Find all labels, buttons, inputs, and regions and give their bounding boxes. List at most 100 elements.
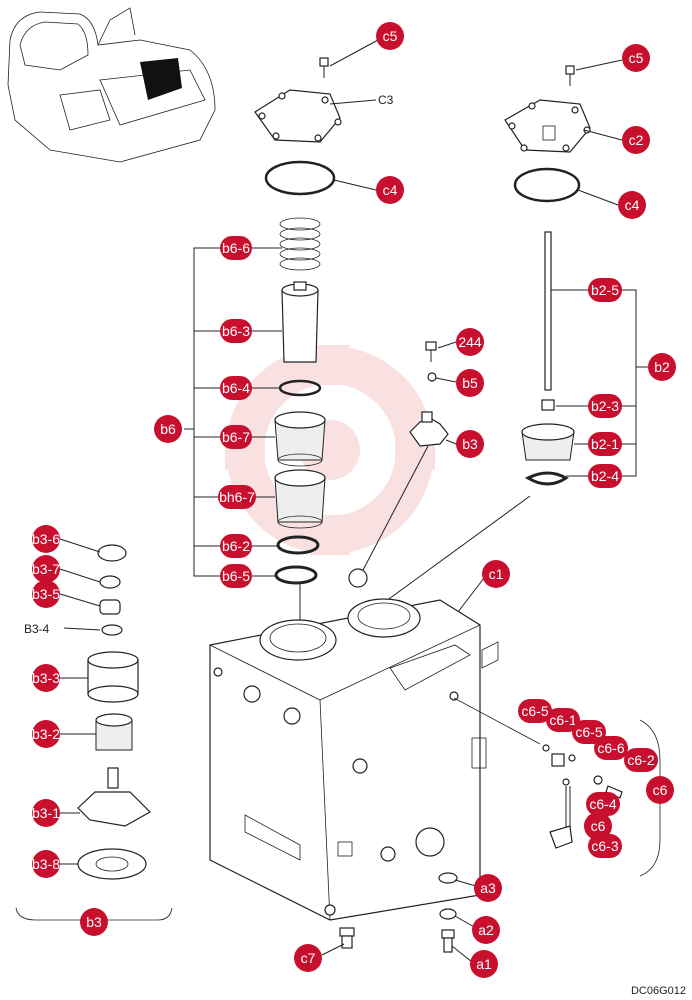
- svg-text:c6-6: c6-6: [597, 740, 624, 756]
- callout-c7[interactable]: c7: [294, 944, 322, 972]
- b2-group-bracket: [551, 289, 648, 477]
- callout-b6-4[interactable]: b6-4: [220, 376, 252, 400]
- cover-plate-c2: [504, 99, 591, 153]
- callout-bh6-7[interactable]: bh6-7: [218, 485, 256, 509]
- nut-b2-3: [541, 399, 555, 411]
- callout-c1[interactable]: c1: [482, 560, 510, 588]
- callout-b6-6[interactable]: b6-6: [220, 236, 252, 260]
- c6-fittings: [453, 697, 623, 849]
- svg-text:b6-2: b6-2: [222, 538, 250, 554]
- callout-b6-2[interactable]: b6-2: [220, 534, 252, 558]
- callout-b3-8[interactable]: b3-8: [32, 850, 60, 878]
- callout-b3-1[interactable]: b3-1: [32, 799, 60, 827]
- callout-b2-4[interactable]: b2-4: [588, 464, 622, 488]
- callout-c6-5[interactable]: c6-5: [518, 699, 552, 723]
- svg-text:b3-3: b3-3: [32, 670, 60, 686]
- callout-c6-5-second[interactable]: c6-5: [572, 720, 606, 744]
- ring-b6-2: [276, 535, 320, 555]
- svg-text:c6-3: c6-3: [591, 838, 618, 854]
- callout-b2[interactable]: b2: [648, 353, 676, 381]
- spring-b6-6: [279, 217, 321, 271]
- callout-b3-5[interactable]: b3-5: [32, 580, 60, 608]
- callout-b6[interactable]: b6: [154, 415, 182, 443]
- element-b3-2: [95, 713, 133, 751]
- callout-c6[interactable]: c6: [584, 812, 612, 840]
- svg-text:a1: a1: [476, 956, 492, 972]
- callout-244[interactable]: 244: [456, 328, 484, 356]
- o-ring-c4-left: [264, 160, 336, 196]
- callout-c6-1[interactable]: c6-1: [546, 708, 580, 732]
- body-b3-1: [77, 767, 151, 827]
- callout-c6-2[interactable]: c6-2: [624, 748, 658, 772]
- hydraulic-tank-c1: [209, 568, 499, 921]
- callout-b3-3[interactable]: b3-3: [32, 664, 60, 692]
- leader-lines-top: [299, 39, 623, 642]
- callout-b5[interactable]: b5: [456, 369, 484, 397]
- callout-b6-7[interactable]: b6-7: [220, 425, 252, 449]
- svg-text:b6-6: b6-6: [222, 240, 250, 256]
- callout-a1[interactable]: a1: [470, 950, 498, 978]
- callout-a2[interactable]: a2: [472, 916, 500, 944]
- cover-plate-c3: [254, 89, 342, 143]
- svg-text:b3-1: b3-1: [32, 805, 60, 821]
- callout-c6-6[interactable]: c6-6: [594, 736, 628, 760]
- rod-b2-5: [544, 231, 552, 391]
- svg-text:b6-3: b6-3: [222, 323, 250, 339]
- strainer-b6-3: [281, 281, 319, 363]
- cover-b3-3: [87, 651, 139, 703]
- callout-c6-3[interactable]: c6-3: [588, 834, 622, 858]
- callout-b3-2[interactable]: b3-2: [32, 720, 60, 748]
- callout-c2[interactable]: c2: [622, 126, 650, 154]
- callout-c4-right[interactable]: c4: [618, 191, 646, 219]
- svg-text:a3: a3: [480, 880, 496, 896]
- svg-text:b3: b3: [462, 436, 478, 452]
- callout-b3-top[interactable]: b3: [456, 430, 484, 458]
- callout-b3-4: B3-4: [24, 622, 50, 636]
- callout-b2-5[interactable]: b2-5: [588, 278, 622, 302]
- svg-text:c4: c4: [625, 197, 640, 213]
- svg-text:b3-5: b3-5: [32, 586, 60, 602]
- callout-c4-left[interactable]: c4: [376, 176, 404, 204]
- washer-b3-4: [101, 624, 123, 636]
- svg-text:c5: c5: [629, 50, 644, 66]
- svg-text:c2: c2: [629, 132, 644, 148]
- svg-text:b2-1: b2-1: [591, 436, 619, 452]
- callout-b6-3[interactable]: b6-3: [220, 319, 252, 343]
- callout-c6-group[interactable]: c6: [646, 776, 674, 804]
- svg-text:c6-5: c6-5: [575, 724, 602, 740]
- callout-b3-6[interactable]: b3-6: [32, 525, 60, 553]
- svg-text:b2-3: b2-3: [591, 398, 619, 414]
- washer-a2: [439, 908, 457, 920]
- bolt-c5-left: [319, 57, 329, 78]
- callout-c5-top-left[interactable]: c5: [376, 22, 404, 50]
- callout-c6-4[interactable]: c6-4: [586, 792, 620, 816]
- plug-c7: [339, 927, 355, 949]
- bolt-244: [425, 341, 437, 362]
- watermark-gear-icon: [225, 345, 435, 555]
- fitting-c1: [337, 841, 353, 857]
- callout-b2-1[interactable]: b2-1: [588, 432, 622, 456]
- callout-b3-7[interactable]: b3-7: [32, 555, 60, 583]
- svg-text:c4: c4: [383, 182, 398, 198]
- drawing-code: DC06G012: [631, 985, 686, 997]
- callout-b2-3[interactable]: b2-3: [588, 394, 622, 418]
- svg-text:c1: c1: [489, 566, 504, 582]
- o-ring-c4-right: [513, 167, 581, 203]
- filter-element-b6-7: [274, 411, 326, 467]
- svg-text:c5: c5: [383, 28, 398, 44]
- gasket-b3-8: [77, 848, 147, 880]
- washer-a3: [438, 872, 458, 884]
- callout-c5-top-right[interactable]: c5: [622, 44, 650, 72]
- svg-text:b2: b2: [654, 359, 670, 375]
- svg-text:bh6-7: bh6-7: [219, 489, 255, 505]
- svg-text:b2-5: b2-5: [591, 282, 619, 298]
- callout-b6-5[interactable]: b6-5: [220, 564, 252, 588]
- svg-text:c6-2: c6-2: [627, 752, 654, 768]
- callout-b3-group[interactable]: b3: [80, 908, 108, 936]
- valve-b3: [409, 411, 449, 447]
- callout-a3[interactable]: a3: [474, 874, 502, 902]
- svg-text:b2-4: b2-4: [591, 468, 619, 484]
- svg-text:c6: c6: [653, 782, 668, 798]
- svg-text:b3-7: b3-7: [32, 561, 60, 577]
